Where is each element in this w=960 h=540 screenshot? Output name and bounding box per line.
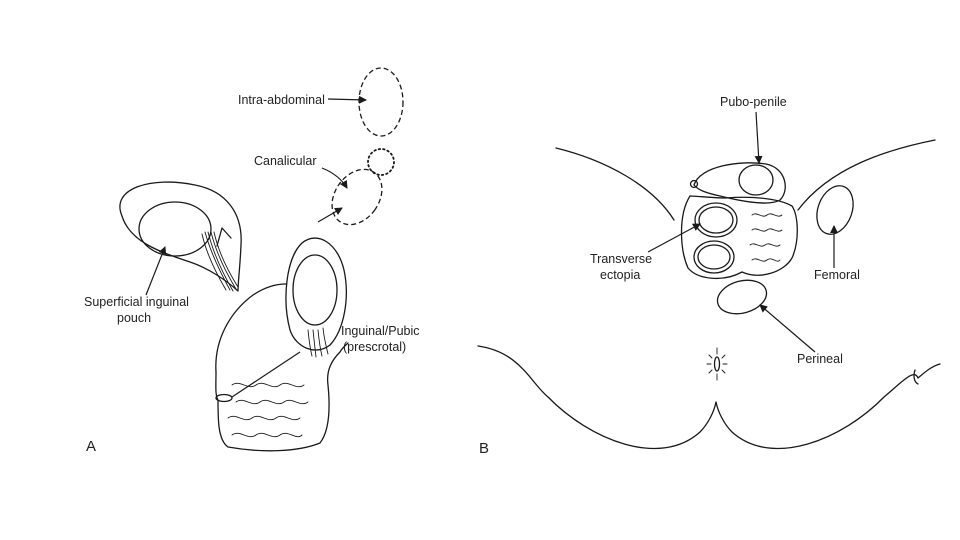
inguinal-pubic-testis: [286, 238, 346, 357]
intra-abdominal-label: Intra-abdominal: [238, 93, 325, 107]
intra-abdominal-arrow: [328, 99, 366, 100]
buttocks-contour: [478, 346, 940, 449]
perineal-arrow: [760, 305, 815, 352]
superficial-label-line2: pouch: [117, 311, 151, 325]
panel-b-letter: B: [479, 440, 489, 457]
intra-abdominal-testis: [359, 68, 403, 136]
pubo-penile-label: Pubo-penile: [720, 95, 787, 109]
inguinal-label-line1: Inguinal/Pubic: [341, 324, 420, 338]
canalicular-arrow: [322, 168, 347, 188]
pubo-penile-arrow: [756, 112, 759, 163]
canalicular-label: Canalicular: [254, 154, 317, 168]
transverse-label-line2: ectopia: [600, 268, 640, 282]
transverse-arrow: [648, 224, 700, 252]
perineal-label: Perineal: [797, 352, 843, 366]
transverse-label-line1: Transverse: [590, 252, 652, 266]
canalicular-testis: [322, 160, 392, 234]
femoral-label: Femoral: [814, 268, 860, 282]
perineal-testis: [714, 275, 771, 319]
panel-a: Intra-abdominal Canalicular Superficial …: [84, 68, 420, 455]
anus-mark: [707, 348, 727, 380]
left-groin-line: [556, 148, 674, 220]
superficial-pouch-arrow: [146, 247, 165, 295]
scrotum: [216, 284, 348, 451]
transverse-ectopia-cluster: [682, 196, 798, 278]
panel-b: Pubo-penile Transverse ectopia Femoral P…: [478, 95, 940, 457]
panel-a-letter: A: [86, 438, 96, 455]
inguinal-label-line2: (prescrotal): [343, 340, 406, 354]
superficial-inguinal-pouch: [120, 182, 241, 291]
superficial-label-line1: Superficial inguinal: [84, 295, 189, 309]
right-groin-line: [798, 140, 935, 210]
